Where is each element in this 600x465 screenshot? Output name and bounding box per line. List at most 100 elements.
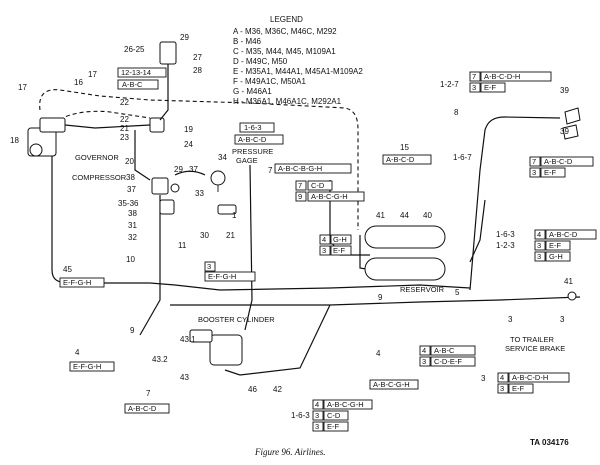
tag-text: 4 <box>422 346 426 355</box>
tag-text: 3 <box>500 384 504 393</box>
callout: 5 <box>455 288 460 297</box>
tag-text: A-B-C-B-G-H <box>278 164 322 173</box>
tag-text: A-B-C-G-H <box>311 192 348 201</box>
tag-text: 3 <box>315 411 319 420</box>
tag-text: A-B-C-D <box>128 404 157 413</box>
pressure-gage-label-2: GAGE <box>236 156 258 165</box>
tag-text: 4 <box>322 235 326 244</box>
callout: 4 <box>75 348 80 357</box>
callout: 1-2-3 <box>496 241 515 250</box>
tag-box <box>419 345 431 356</box>
tag-text: C-D <box>327 411 341 420</box>
pressure-gage <box>210 170 226 192</box>
tag-box <box>312 410 324 421</box>
tag-box <box>319 245 331 256</box>
tag-box <box>69 361 115 372</box>
compressor <box>27 117 66 157</box>
callout: 38 <box>126 173 135 182</box>
tag-box <box>307 180 333 191</box>
tag-box <box>59 277 105 288</box>
legend: LEGEND A - M36, M36C, M46C, M292 B - M46… <box>233 15 363 106</box>
legend-entry: H - M36A1, M46A1C, M292A1 <box>233 97 342 106</box>
tag-box <box>529 167 541 178</box>
tag-text: E-F-G-H <box>73 362 101 371</box>
tag-text: 9 <box>298 192 302 201</box>
reservoir-tank-lower <box>364 257 446 281</box>
tag-box <box>124 403 170 414</box>
dashed-air-line <box>39 89 359 230</box>
tag-box <box>540 156 594 167</box>
callout: 1-6-3 <box>291 411 310 420</box>
callout: 41 <box>564 277 573 286</box>
callout: 16 <box>74 78 83 87</box>
tag-box <box>430 345 476 356</box>
tag-box <box>430 356 476 367</box>
callout: 7 <box>268 166 273 175</box>
callout: 18 <box>10 136 19 145</box>
tag-text: G-H <box>549 252 563 261</box>
tag-box <box>330 245 352 256</box>
tag-text: 3 <box>422 357 426 366</box>
governor-label: GOVERNOR <box>75 153 119 162</box>
callout: 37 <box>189 165 198 174</box>
gage-line <box>174 170 206 176</box>
callout: 43.1 <box>180 335 196 344</box>
tag-text: A-B-C-D <box>238 135 267 144</box>
tag-box <box>295 180 307 191</box>
callout: 37 <box>127 185 136 194</box>
right-upper-line <box>469 116 561 291</box>
tag-box <box>307 191 365 202</box>
tag-box <box>534 229 546 240</box>
tag-text: 3 <box>315 422 319 431</box>
tag-text: E-F-G-H <box>63 278 91 287</box>
governor-body <box>149 117 165 133</box>
callout: 17 <box>88 70 97 79</box>
tag-box <box>508 372 570 383</box>
legend-entry: B - M46 <box>233 37 262 46</box>
tag-text: E-F <box>327 422 340 431</box>
booster-valve <box>189 329 213 343</box>
tag-text: 7 <box>532 157 536 166</box>
callout: 39 <box>560 86 569 95</box>
tag-box <box>274 163 352 174</box>
governor-line <box>134 130 151 181</box>
booster-feed-line <box>244 164 253 331</box>
callout: 43 <box>180 373 189 382</box>
tag-text: 7 <box>298 181 302 190</box>
callout: 9 <box>130 326 135 335</box>
callout: 1-6-3 <box>496 230 515 239</box>
tag-text: C-D-E-F <box>434 357 462 366</box>
tag-text: A-B-C-G-H <box>327 400 364 409</box>
center-valve <box>151 177 169 195</box>
tag-boxes: 12-13-14 A-B-C 1-6-3 A-B-C-D A-B-C-D A-B… <box>59 67 597 432</box>
center-down-line <box>139 195 161 336</box>
callout: 29 <box>180 33 189 42</box>
callout: 33 <box>195 189 204 198</box>
callout: 1 <box>232 211 237 220</box>
reservoirs <box>364 225 446 281</box>
tag-box <box>117 79 159 90</box>
booster-body <box>209 334 243 366</box>
tag-box <box>382 154 432 165</box>
callout: 42 <box>273 385 282 394</box>
tag-text: A-B-C-D-H <box>484 72 520 81</box>
tag-box <box>312 399 324 410</box>
callout: 4 <box>376 349 381 358</box>
callout: 45 <box>63 265 72 274</box>
tag-text: A-B-C <box>434 346 455 355</box>
center-fitting <box>170 183 180 193</box>
tag-box <box>234 134 284 145</box>
tag-box <box>204 271 256 282</box>
tag-box <box>323 421 349 432</box>
callout: 9 <box>378 293 383 302</box>
tag-box <box>480 71 552 82</box>
tag-box <box>534 251 546 262</box>
ta-number: TA 034176 <box>530 438 569 447</box>
gladhand-couplings <box>562 107 581 301</box>
callout: 30 <box>200 231 209 240</box>
callout: 1-2-7 <box>440 80 459 89</box>
callout: 43.2 <box>152 355 168 364</box>
trailer-coupling <box>567 291 577 301</box>
callout: 3 <box>481 374 486 383</box>
tag-text: A-B-C-D <box>386 155 415 164</box>
